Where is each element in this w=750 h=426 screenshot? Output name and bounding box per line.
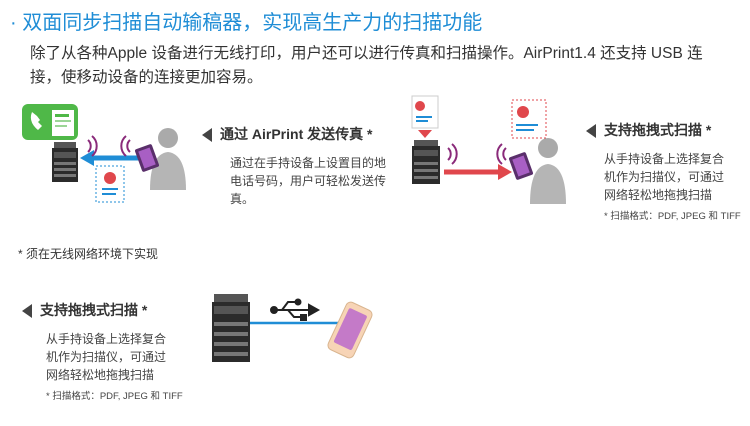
scan-usb-panel-title: 支持拖拽式扫描 * [40,302,148,318]
fax-panel-title: 通过 AirPrint 发送传真 * [220,126,373,142]
scan-wireless-panel-title: 支持拖拽式扫描 * [604,122,712,138]
phone-fax-icon [22,104,78,140]
person-icon [530,138,566,204]
usb-icon [270,298,321,321]
pointer-triangle-icon [202,128,212,143]
scan-usb-illustration [212,294,373,362]
footnote: * 须在无线网络环境下实现 [18,247,159,261]
page-title: · 双面同步扫描自动输稿器，实现高生产力的扫描功能 [10,12,483,34]
pointer-triangle-icon [586,124,596,139]
fax-panel-description: 通过在手持设备上设置目的地电话号码，用户可轻松发送传真。 [230,156,387,206]
scan-wireless-panel-description: 从手持设备上选择复合机作为扫描仪，可通过网络轻松地拖拽扫描 [604,152,725,202]
person-icon [150,128,186,190]
scan-usb-format-note: * 扫描格式：PDF, JPEG 和 TIFF [46,391,183,402]
printer-icon [52,142,78,182]
intro-text: 除了从各种Apple 设备进行无线打印，用户还可以进行传真和扫描操作。AirPr… [30,45,703,86]
printer-icon [212,294,250,362]
document-icon [411,95,439,129]
scan-wireless-format-note: * 扫描格式：PDF, JPEG 和 TIFF [604,211,741,222]
transfer-arrow [80,150,140,166]
transfer-arrow [444,164,512,180]
smartphone-icon [327,301,373,359]
fax-illustration [22,104,186,203]
printer-icon [412,140,440,184]
document-icon [95,165,125,203]
tablet-icon [135,144,159,172]
document-icon [511,99,547,139]
tablet-icon [509,152,533,180]
wifi-icon [447,143,507,165]
pointer-triangle-icon [22,304,32,319]
wifi-icon [87,135,131,157]
scan-wireless-illustration [411,95,566,204]
scan-usb-panel-description: 从手持设备上选择复合机作为扫描仪，可通过网络轻松地拖拽扫描 [46,332,167,382]
